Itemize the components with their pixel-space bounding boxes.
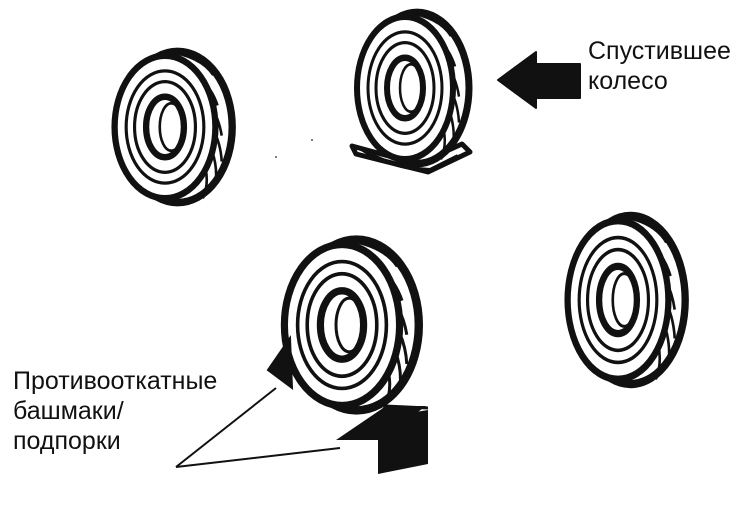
arrow-icon (497, 51, 581, 109)
wheel-chock-icon (266, 334, 294, 391)
wheel-chocks-label: Противооткатные башмаки/ подпорки (13, 366, 217, 456)
wheel-chocks-label-line-2: башмаки/ (13, 397, 124, 425)
tire-icon (115, 51, 233, 202)
tire-icon (568, 216, 686, 384)
wheel-chocks-label-line-1: Противооткатные (13, 367, 218, 395)
flat-tire-icon (349, 12, 470, 175)
leader-lines (175, 387, 341, 468)
wheel-chocks-label-line-3: подпорки (13, 427, 121, 455)
wheel-chock-icon (336, 404, 429, 474)
tire-icon (284, 240, 418, 411)
flat-tire-label-line-2: колесо (588, 67, 668, 95)
flat-tire-label-line-1: Спустившее (588, 37, 731, 65)
flat-tire-label: Спустившее колесо (588, 36, 731, 96)
